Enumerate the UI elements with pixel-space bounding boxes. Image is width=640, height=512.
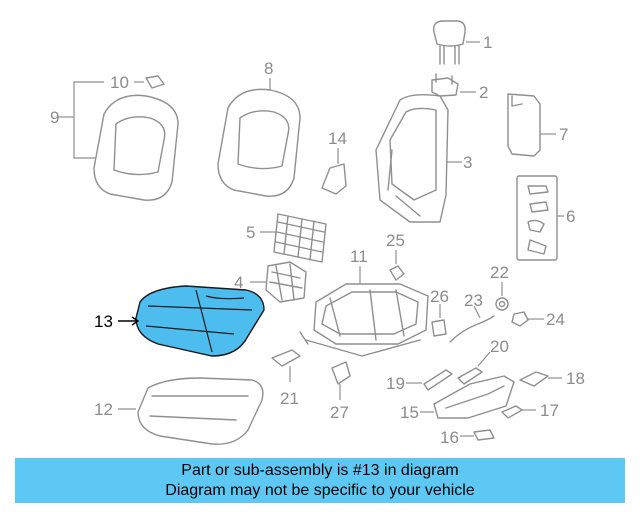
part-12-cushion-cover[interactable] [137,377,264,445]
part-6-clips[interactable] [516,175,558,261]
label-9[interactable]: 9 [50,108,59,127]
label-26[interactable]: 26 [430,287,449,306]
note-line-1: Part or sub-assembly is #13 in diagram [181,462,459,479]
part-15-side-shield[interactable] [433,375,515,419]
label-6[interactable]: 6 [566,207,575,226]
label-5[interactable]: 5 [246,223,255,242]
label-24[interactable]: 24 [546,310,565,329]
label-12[interactable]: 12 [94,400,113,419]
label-14[interactable]: 14 [328,129,347,148]
label-19[interactable]: 19 [386,374,405,393]
label-15[interactable]: 15 [400,403,419,422]
part-9-seatback-assembly[interactable] [93,94,179,201]
label-16[interactable]: 16 [440,428,459,447]
label-10[interactable]: 10 [110,73,129,92]
label-13[interactable]: 13 [94,312,113,331]
label-11[interactable]: 11 [350,247,368,266]
part-14-bracket[interactable] [321,163,347,195]
note-line-2: Diagram may not be specific to your vehi… [165,482,475,499]
part-13-cushion-pad[interactable] [135,285,265,357]
part-2-headrest-guide[interactable] [431,73,459,97]
label-22[interactable]: 22 [490,263,509,282]
label-8[interactable]: 8 [264,59,273,78]
part-7-back-panel[interactable] [507,93,541,157]
part-8-seatback-cover[interactable] [217,88,301,197]
part-19-lever[interactable] [423,369,453,391]
part-20-switch[interactable] [457,367,483,385]
part-1-headrest[interactable] [432,20,466,65]
part-25-bolt[interactable] [389,265,405,281]
label-21[interactable]: 21 [280,389,299,408]
label-25[interactable]: 25 [386,231,405,250]
part-23-cable[interactable] [449,315,495,343]
part-17-cover[interactable] [501,405,523,419]
diagram-note-banner: Part or sub-assembly is #13 in diagram D… [15,458,625,503]
part-26-clip[interactable] [431,319,447,337]
label-17[interactable]: 17 [540,401,559,420]
part-27-bracket[interactable] [331,361,351,385]
label-27[interactable]: 27 [330,403,349,422]
part-22-grommet[interactable] [495,297,509,311]
label-2[interactable]: 2 [479,83,488,102]
seat-parts-diagram: 1 2 3 4 5 6 7 [50,20,585,447]
part-11-seat-frame[interactable] [299,283,429,357]
part-21-cap[interactable] [271,349,301,367]
part-24-nut[interactable] [511,311,529,327]
part-13-shape[interactable] [135,285,265,357]
label-3[interactable]: 3 [463,153,472,172]
part-3-seatback-frame[interactable] [375,93,449,223]
part-18-knob[interactable] [519,371,549,387]
label-1[interactable]: 1 [483,33,492,52]
part-10-clip[interactable] [145,75,165,89]
label-18[interactable]: 18 [566,369,585,388]
label-4[interactable]: 4 [234,273,243,292]
part-16-trim[interactable] [473,429,495,441]
part-5-back-spring[interactable] [273,213,327,263]
label-7[interactable]: 7 [559,125,568,144]
label-23[interactable]: 23 [464,291,483,310]
part-4-cushion-mat[interactable] [265,261,307,303]
label-20[interactable]: 20 [490,337,509,356]
